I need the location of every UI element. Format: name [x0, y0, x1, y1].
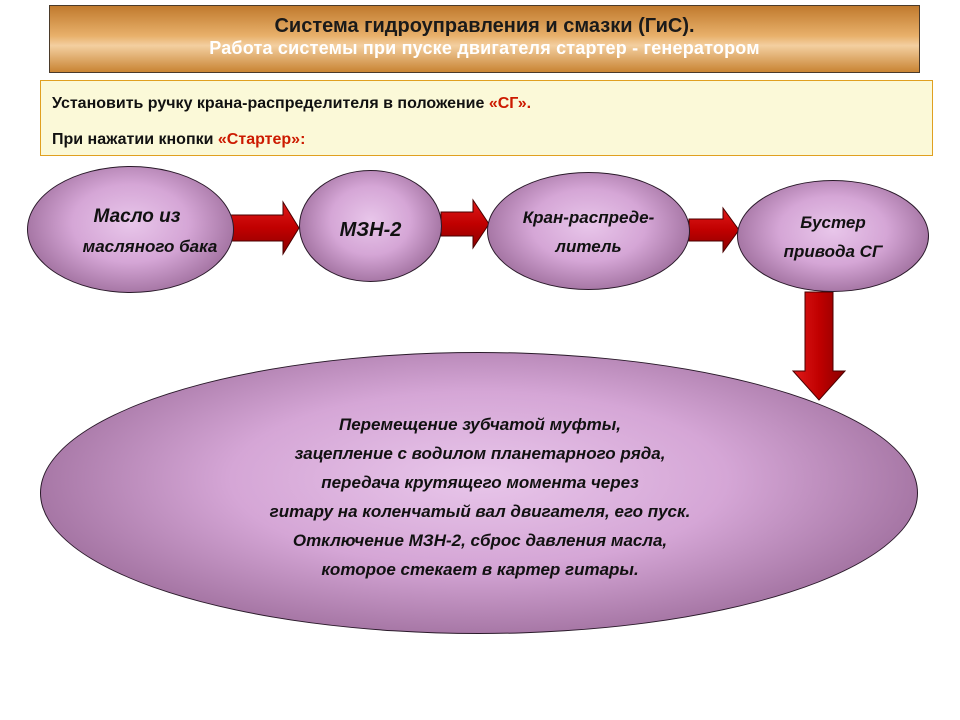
instruction-line-2-highlight: «Стартер»: — [217, 131, 306, 148]
booster-label-1: Бустер — [800, 213, 866, 232]
result-line: зацепление с водилом планетарного ряда, — [294, 444, 666, 463]
title-banner: Система гидроуправления и смазки (ГиС). … — [49, 5, 920, 73]
valve-node — [487, 172, 690, 290]
arrow-valve-to-booster — [688, 206, 740, 254]
instruction-line-1-highlight: «СГ». — [488, 95, 532, 112]
page-subtitle: Работа системы при пуске двигателя старт… — [209, 38, 760, 58]
valve-label-2: литель — [555, 237, 622, 256]
result-node — [40, 352, 918, 634]
instruction-line-2: При нажатии кнопки «Стартер»: — [52, 131, 305, 149]
booster-label-2: привода СГ — [783, 242, 883, 261]
oil-tank-label-1: Масло из — [93, 206, 181, 227]
arrow-pump-to-valve — [440, 198, 490, 250]
oil-tank-node — [27, 166, 234, 293]
oil-tank-label-2: масляного бака — [82, 237, 218, 256]
instruction-line-1: Установить ручку крана-распределителя в … — [52, 95, 531, 113]
result-line: Перемещение зубчатой муфты, — [338, 415, 622, 434]
booster-node — [737, 180, 929, 292]
pump-label: МЗН-2 — [339, 219, 402, 241]
result-text: Перемещение зубчатой муфты, зацепление с… — [100, 410, 860, 584]
arrow-booster-to-result — [791, 291, 847, 401]
result-line: Отключение МЗН-2, сброс давления масла, — [292, 531, 668, 550]
result-line: передача крутящего момента через — [321, 473, 639, 492]
pump-node — [299, 170, 442, 282]
instruction-box: Установить ручку крана-распределителя в … — [40, 80, 933, 156]
result-line: которое стекает в картер гитары. — [321, 560, 639, 579]
result-line: гитару на коленчатый вал двигателя, его … — [269, 502, 691, 521]
instruction-line-1-text: Установить ручку крана-распределителя в … — [52, 95, 489, 112]
page-title: Система гидроуправления и смазки (ГиС). — [274, 15, 695, 37]
arrow-oil-to-pump — [228, 200, 300, 256]
valve-label-1: Кран-распреде- — [522, 208, 655, 227]
instruction-line-2-text: При нажатии кнопки — [52, 131, 218, 148]
